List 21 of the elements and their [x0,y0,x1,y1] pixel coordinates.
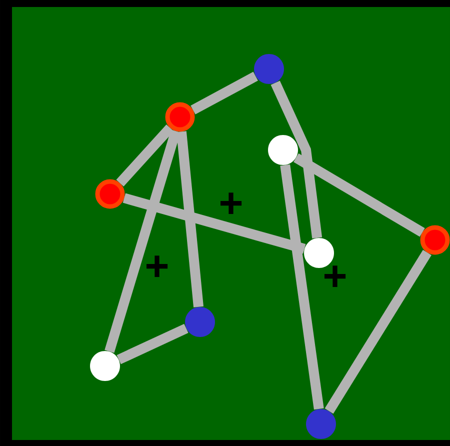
circle-node [165,102,195,132]
circle-node [185,307,215,337]
circle-node [254,54,284,84]
connector-line [104,130,181,353]
connector-line [190,72,258,114]
circle-node [268,135,298,165]
connector-line [116,324,188,364]
circle-node [90,351,120,381]
circle-node [95,179,125,209]
connector-line [270,80,322,239]
connector-line [122,193,306,254]
connector-line [176,131,204,308]
connector-line [294,153,425,237]
plus-sign: + [324,266,346,287]
connector-line [116,124,174,186]
plus-sign: + [220,192,242,214]
connector-line [280,164,324,410]
circle-node [420,225,450,255]
circle-node [306,409,336,439]
plus-sign: + [146,256,168,277]
connector-line [324,250,432,414]
